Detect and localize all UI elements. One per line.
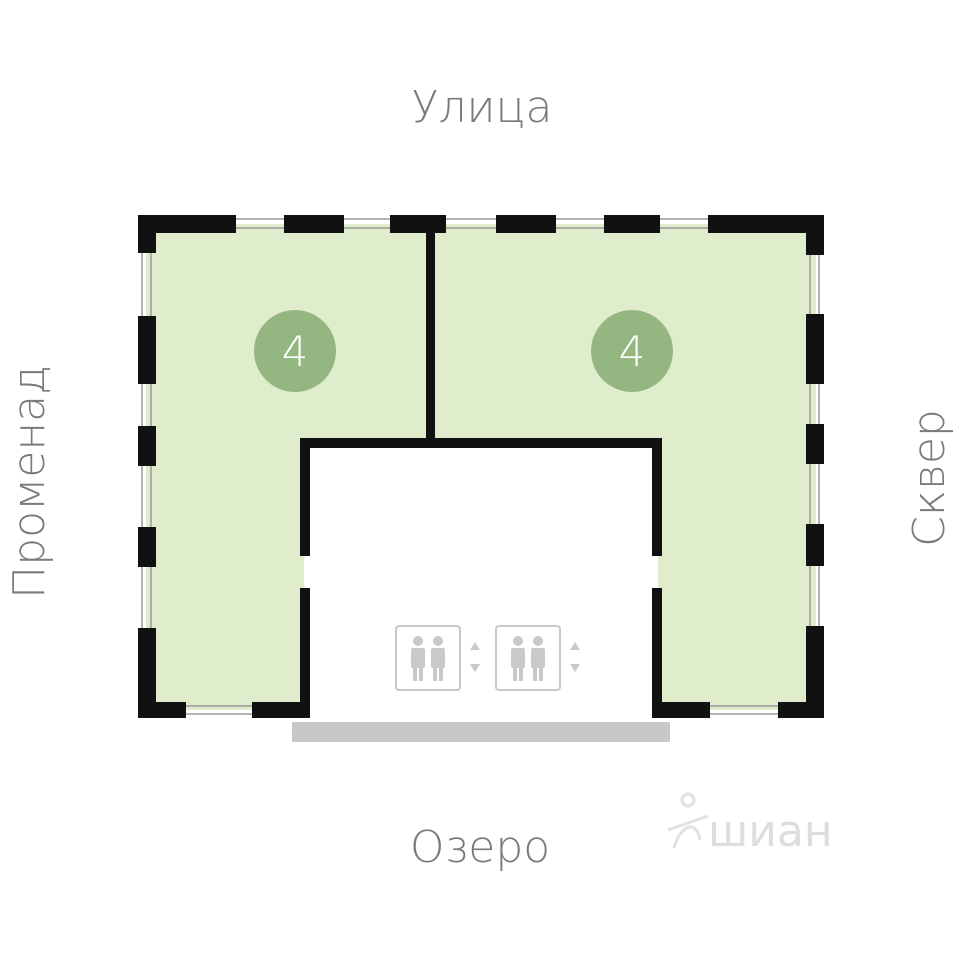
terrace-strip [292, 722, 670, 742]
direction-bottom-label: Озеро [410, 822, 550, 873]
interior-walls [300, 224, 662, 710]
watermark-logo: шиан [667, 792, 833, 857]
room-count-left: 4 [282, 327, 309, 376]
elevator-icon [395, 625, 480, 691]
core-hall [310, 448, 652, 722]
exterior-walls [138, 215, 824, 718]
room-count-right: 4 [619, 327, 646, 376]
apartment-left[interactable] [146, 224, 430, 710]
apartment-right[interactable] [430, 224, 816, 710]
direction-left-label: Променад [4, 365, 55, 599]
room-badge-right[interactable]: 4 [591, 310, 673, 392]
room-badge-left[interactable]: 4 [254, 310, 336, 392]
watermark-text: шиан [708, 806, 833, 857]
direction-top-label: Улица [412, 82, 553, 133]
windows [141, 218, 820, 715]
elevator-icon [495, 625, 580, 691]
direction-right-label: Сквер [904, 409, 955, 547]
